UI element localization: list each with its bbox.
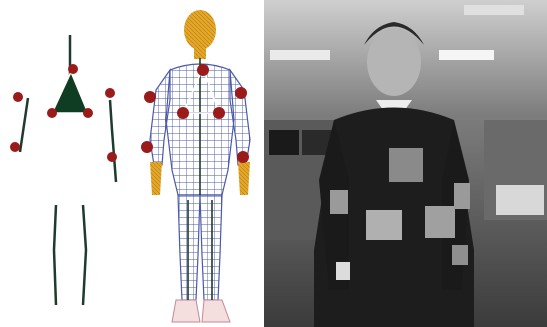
marker-dot (83, 108, 93, 118)
marker-dot (235, 87, 247, 99)
head-mesh (184, 10, 216, 50)
lab-equipment-panel (496, 185, 544, 215)
photo-person-with-markers (264, 0, 547, 327)
left-arm-bone (20, 98, 28, 152)
marker-dot (107, 152, 117, 162)
right-leg-bone (83, 205, 86, 305)
ceiling-light (464, 5, 524, 15)
right-leg-mesh (200, 195, 222, 300)
marker-patch (389, 148, 423, 182)
right-arm-mesh (230, 70, 250, 165)
marker-patch (452, 245, 468, 265)
marker-dot (13, 92, 23, 102)
left-leg-bone (54, 205, 56, 305)
marker-dot (144, 91, 156, 103)
skeleton-sketch (0, 0, 130, 327)
marker-dot (237, 151, 249, 163)
marker-dot (141, 141, 153, 153)
photo-person-with-markers-panel (264, 0, 547, 327)
skeleton-sketch-panel (0, 0, 130, 327)
marker-patch (425, 206, 455, 238)
marker-patch (454, 183, 470, 209)
marker-patch (330, 190, 348, 214)
left-arm-mesh (150, 70, 170, 165)
wireframe-body-model-panel (130, 0, 264, 327)
marker-dot (213, 107, 225, 119)
ceiling-light (270, 50, 330, 60)
right-hand-mesh (238, 162, 250, 195)
marker-dot (177, 107, 189, 119)
person-face (367, 28, 421, 96)
left-leg-mesh (178, 195, 200, 300)
monitor (269, 130, 299, 155)
ceiling-light (439, 50, 494, 60)
left-hand-mesh (150, 162, 162, 195)
chest-triangle (52, 72, 88, 113)
marker-patch (336, 262, 350, 280)
marker-dot (47, 108, 57, 118)
right-arm-bone (110, 100, 116, 182)
neck-mesh (194, 47, 206, 59)
right-foot-mesh (202, 300, 230, 322)
marker-dot (197, 64, 209, 76)
wireframe-body-model (130, 0, 264, 327)
left-foot-mesh (172, 300, 200, 322)
marker-patch (366, 210, 402, 240)
marker-dot (10, 142, 20, 152)
marker-dot (105, 88, 115, 98)
marker-dot (68, 64, 78, 74)
